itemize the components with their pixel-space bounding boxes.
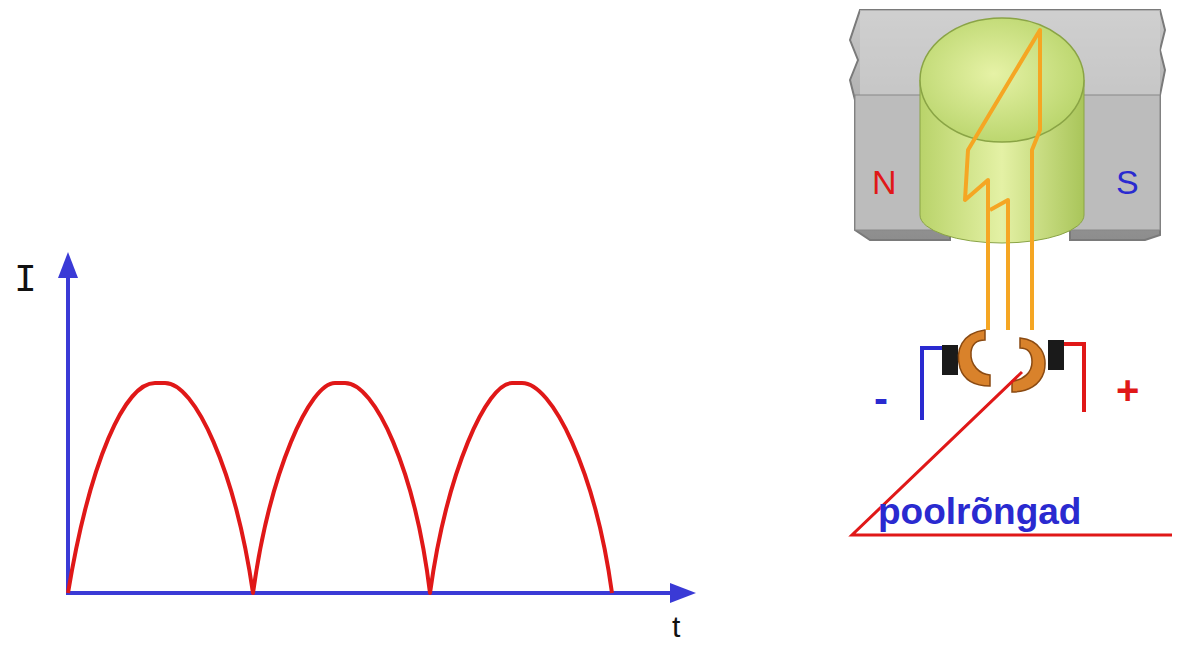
negative-wire bbox=[922, 348, 942, 420]
coil-wire bbox=[965, 30, 1040, 330]
current-curve bbox=[68, 383, 612, 593]
graph-axes bbox=[66, 268, 680, 595]
pole-label: N bbox=[872, 165, 897, 199]
axis-arrowhead bbox=[670, 583, 696, 603]
pole-label: S bbox=[1116, 165, 1139, 199]
polarity-sign: - bbox=[874, 378, 888, 420]
rotor-cylinder bbox=[920, 18, 1084, 243]
brush bbox=[1048, 340, 1064, 370]
axis-arrowhead bbox=[58, 252, 78, 278]
commutator bbox=[942, 330, 1064, 392]
axis-label: I bbox=[14, 262, 37, 300]
brush bbox=[942, 345, 958, 375]
polarity-sign: + bbox=[1116, 370, 1139, 410]
positive-wire bbox=[1064, 344, 1084, 412]
part-name: poolrõngad bbox=[878, 493, 1081, 530]
axis-label: t bbox=[672, 612, 680, 642]
